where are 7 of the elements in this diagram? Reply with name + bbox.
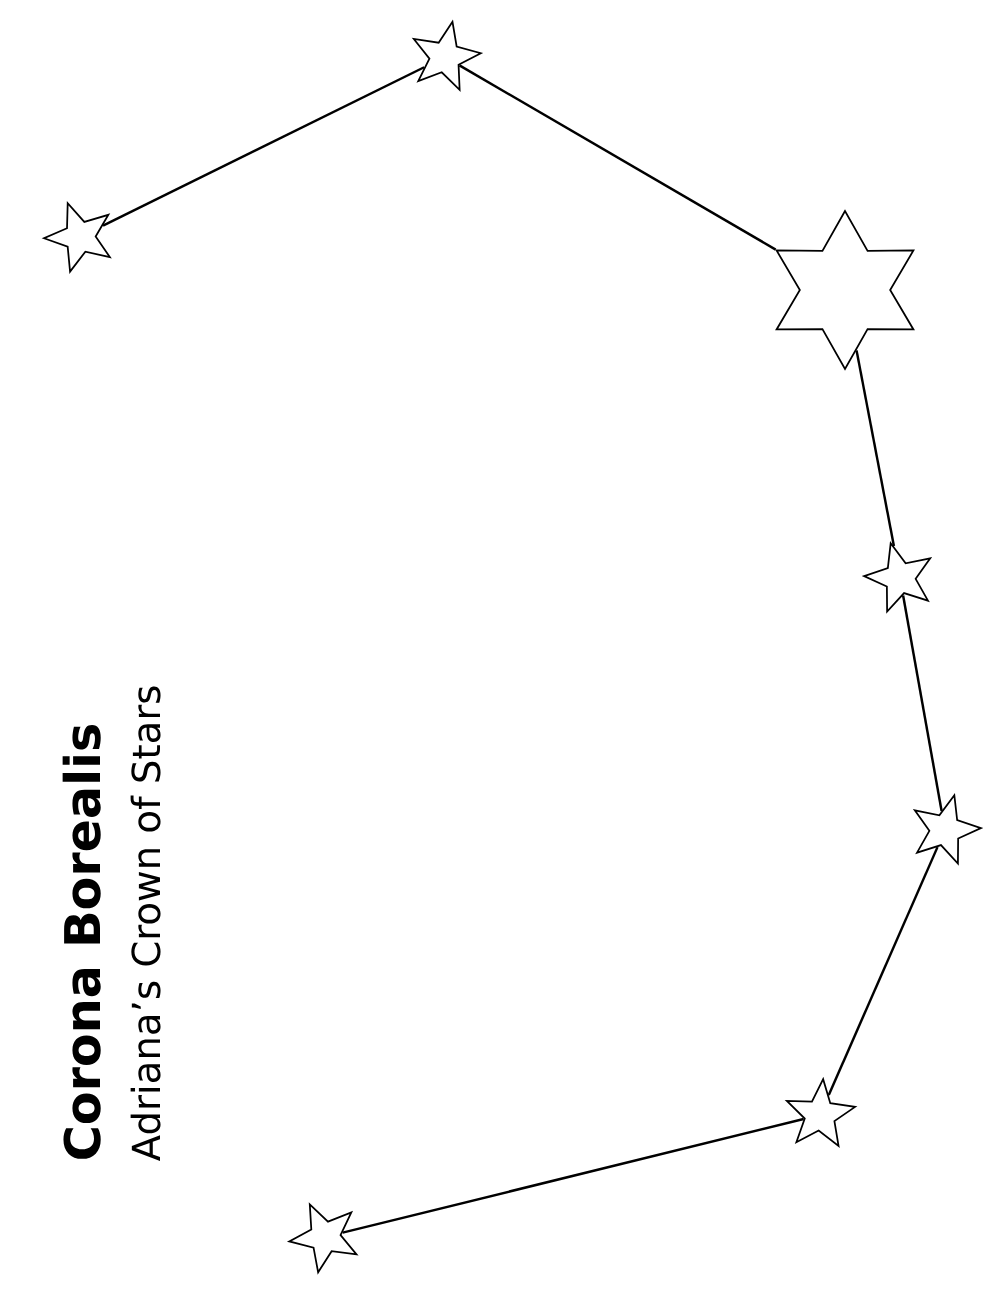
connector-line [827, 846, 939, 1096]
connector-line [901, 595, 943, 812]
connector-line [458, 64, 777, 251]
subtitle: Adriana’s Crown of Stars [130, 686, 161, 1161]
connector-line [855, 350, 896, 547]
connector-line [102, 66, 425, 227]
title: Corona Borealis [62, 725, 101, 1159]
